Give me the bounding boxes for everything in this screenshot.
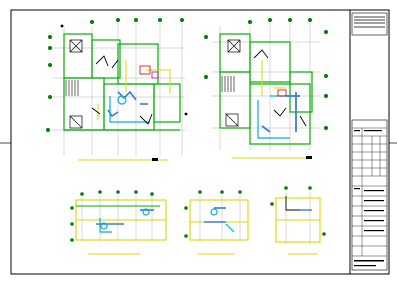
sheet-frame [0,9,397,275]
plan-left [46,18,188,161]
detail-3 [270,186,326,255]
grid-node [46,18,184,132]
grid-node [204,18,328,130]
plan-right [204,18,328,159]
title-block [351,12,388,271]
detail-1 [70,190,167,255]
detail-2 [184,190,249,255]
elevator-symbol [69,39,83,53]
